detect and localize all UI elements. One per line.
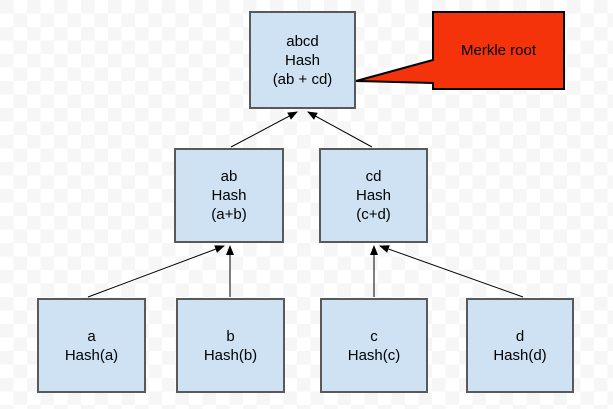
node-ab-line: (a+b) bbox=[211, 206, 247, 223]
callout-label: Merkle root bbox=[433, 12, 564, 89]
node-b: b Hash(b) bbox=[176, 298, 285, 393]
edge-cd-to-abcd bbox=[307, 111, 373, 148]
node-d-line: Hash(d) bbox=[493, 346, 547, 364]
edge-ab-to-abcd bbox=[230, 111, 298, 148]
node-b-line: b bbox=[226, 327, 235, 345]
node-cd-line: cd bbox=[365, 168, 382, 185]
node-abcd-line: abcd bbox=[286, 32, 319, 50]
edge-a-to-ab bbox=[87, 245, 225, 298]
node-a: a Hash(a) bbox=[37, 298, 146, 393]
node-ab-line: ab bbox=[220, 168, 238, 185]
node-c: c Hash(c) bbox=[320, 298, 428, 393]
node-cd-line: Hash bbox=[355, 187, 392, 204]
node-d: d Hash(d) bbox=[466, 298, 574, 393]
node-cd-line: (c+d) bbox=[356, 206, 391, 223]
callout-text: Merkle root bbox=[460, 42, 537, 59]
edge-d-to-cd bbox=[379, 245, 524, 298]
node-abcd-line: Hash bbox=[284, 51, 321, 69]
node-c-line: c bbox=[370, 327, 378, 345]
node-a-line: Hash(a) bbox=[64, 346, 119, 364]
node-ab-line: Hash bbox=[211, 187, 247, 204]
node-d-line: d bbox=[515, 327, 525, 345]
node-cd: cd Hash (c+d) bbox=[319, 148, 428, 243]
node-c-line: Hash(c) bbox=[347, 346, 401, 364]
node-ab: ab Hash (a+b) bbox=[174, 148, 284, 243]
node-a-line: a bbox=[87, 327, 96, 345]
node-abcd: abcd Hash (ab + cd) bbox=[249, 11, 356, 109]
node-b-line: Hash(b) bbox=[203, 346, 258, 364]
node-abcd-line: (ab + cd) bbox=[272, 70, 333, 88]
